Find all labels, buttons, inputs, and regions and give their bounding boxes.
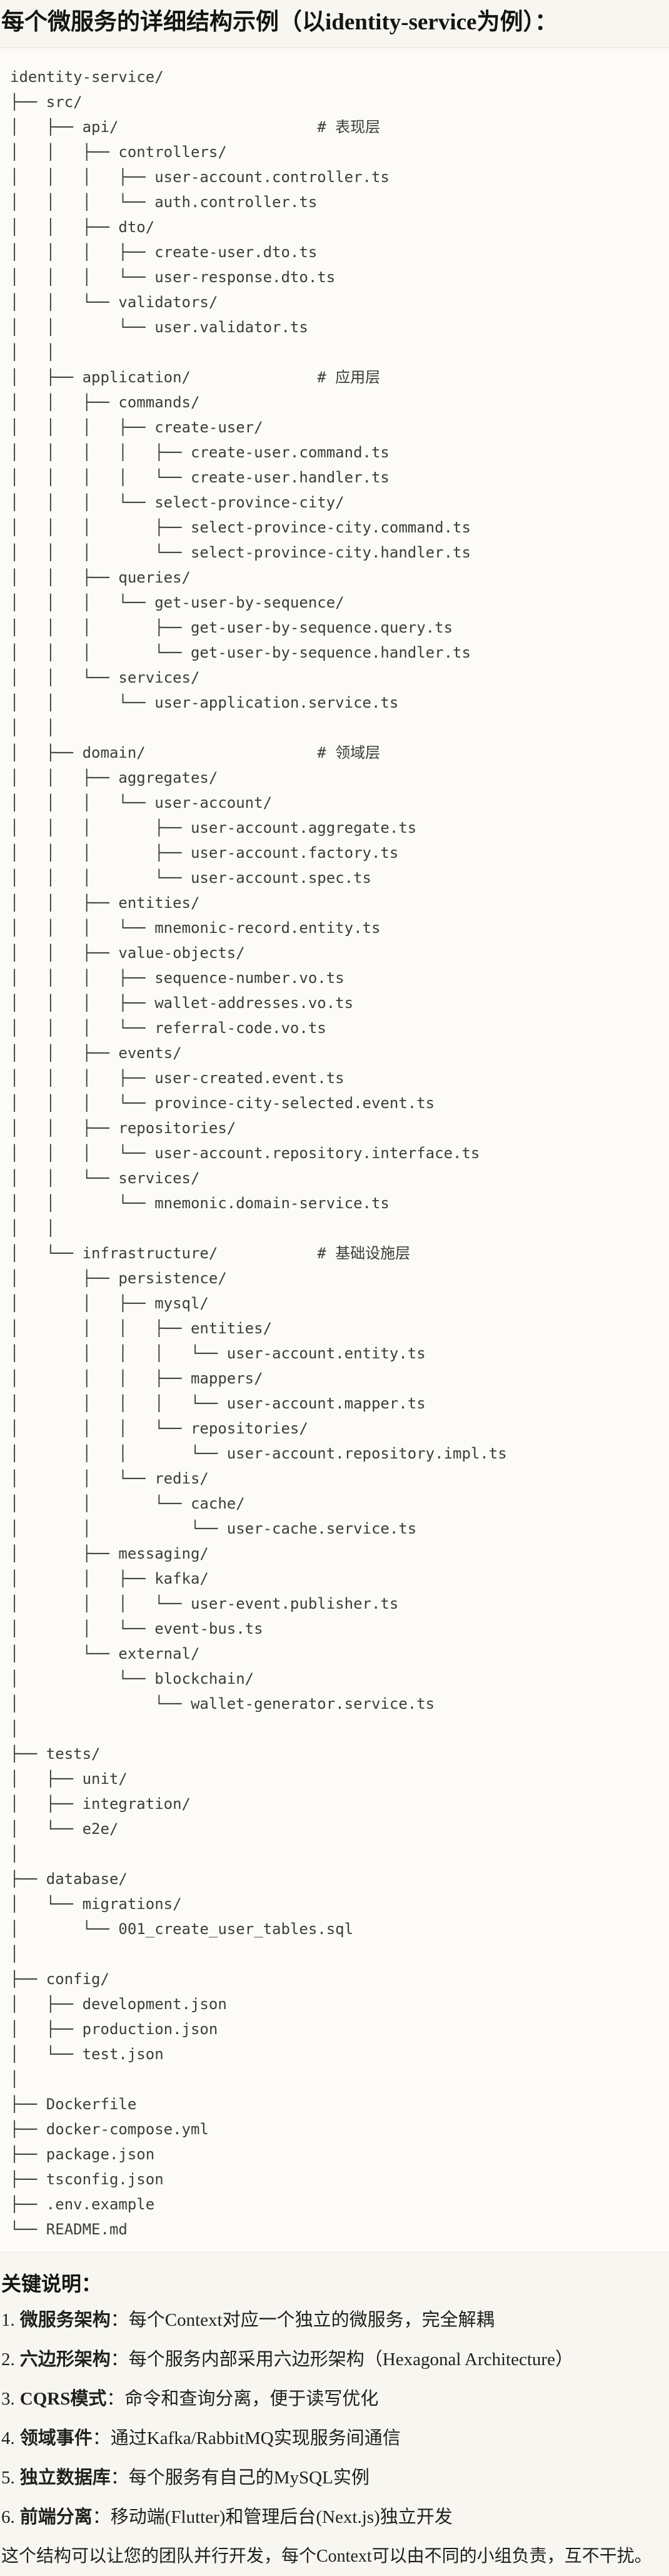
note-item-text: ：每个Context对应一个独立的微服务，完全解耦 — [110, 2309, 495, 2330]
note-item: 4.领域事件：通过Kafka/RabbitMQ实现服务间通信 — [1, 2427, 669, 2450]
note-item: 1.微服务架构：每个Context对应一个独立的微服务，完全解耦 — [1, 2309, 669, 2332]
note-item-label: 六边形架构 — [19, 2349, 111, 2370]
note-item: 2.六边形架构：每个服务内部采用六边形架构（Hexagonal Architec… — [1, 2348, 669, 2371]
directory-tree: identity-service/ ├── src/ │ ├── api/ # … — [10, 68, 507, 2239]
notes-list: 1.微服务架构：每个Context对应一个独立的微服务，完全解耦 2.六边形架构… — [0, 2309, 669, 2529]
note-item-number: 5. — [1, 2467, 15, 2488]
note-item: 5.独立数据库：每个服务有自己的MySQL实例 — [1, 2467, 669, 2490]
note-item: 6.前端分离：移动端(Flutter)和管理后台(Next.js)独立开发 — [1, 2506, 669, 2529]
note-item-label: 独立数据库 — [19, 2467, 111, 2488]
note-item-text: ：每个服务内部采用六边形架构（Hexagonal Architecture） — [110, 2349, 573, 2370]
code-block: identity-service/ ├── src/ │ ├── api/ # … — [0, 48, 669, 2253]
note-item-text: ：通过Kafka/RabbitMQ实现服务间通信 — [92, 2428, 401, 2448]
note-item-label: 前端分离 — [19, 2507, 93, 2527]
note-item-number: 2. — [1, 2349, 15, 2370]
note-item-text: ：移动端(Flutter)和管理后台(Next.js)独立开发 — [92, 2507, 453, 2527]
closing-paragraph: 这个结构可以让您的团队并行开发，每个Context可以由不同的小组负责，互不干扰… — [1, 2546, 652, 2566]
note-item-label: 微服务架构 — [19, 2309, 111, 2330]
note-item-number: 3. — [1, 2388, 15, 2409]
page-title: 每个微服务的详细结构示例（以identity-service为例）： — [1, 9, 558, 35]
note-item-number: 4. — [1, 2428, 15, 2448]
note-item-label: CQRS模式 — [19, 2388, 107, 2409]
note-item-number: 6. — [1, 2507, 15, 2527]
note-item: 3.CQRS模式：命令和查询分离，便于读写优化 — [1, 2388, 669, 2411]
notes-heading: 关键说明： — [1, 2273, 102, 2296]
note-item-label: 领域事件 — [19, 2428, 93, 2448]
note-item-number: 1. — [1, 2309, 15, 2330]
note-item-text: ：命令和查询分离，便于读写优化 — [106, 2388, 379, 2409]
note-item-text: ：每个服务有自己的MySQL实例 — [110, 2467, 370, 2488]
